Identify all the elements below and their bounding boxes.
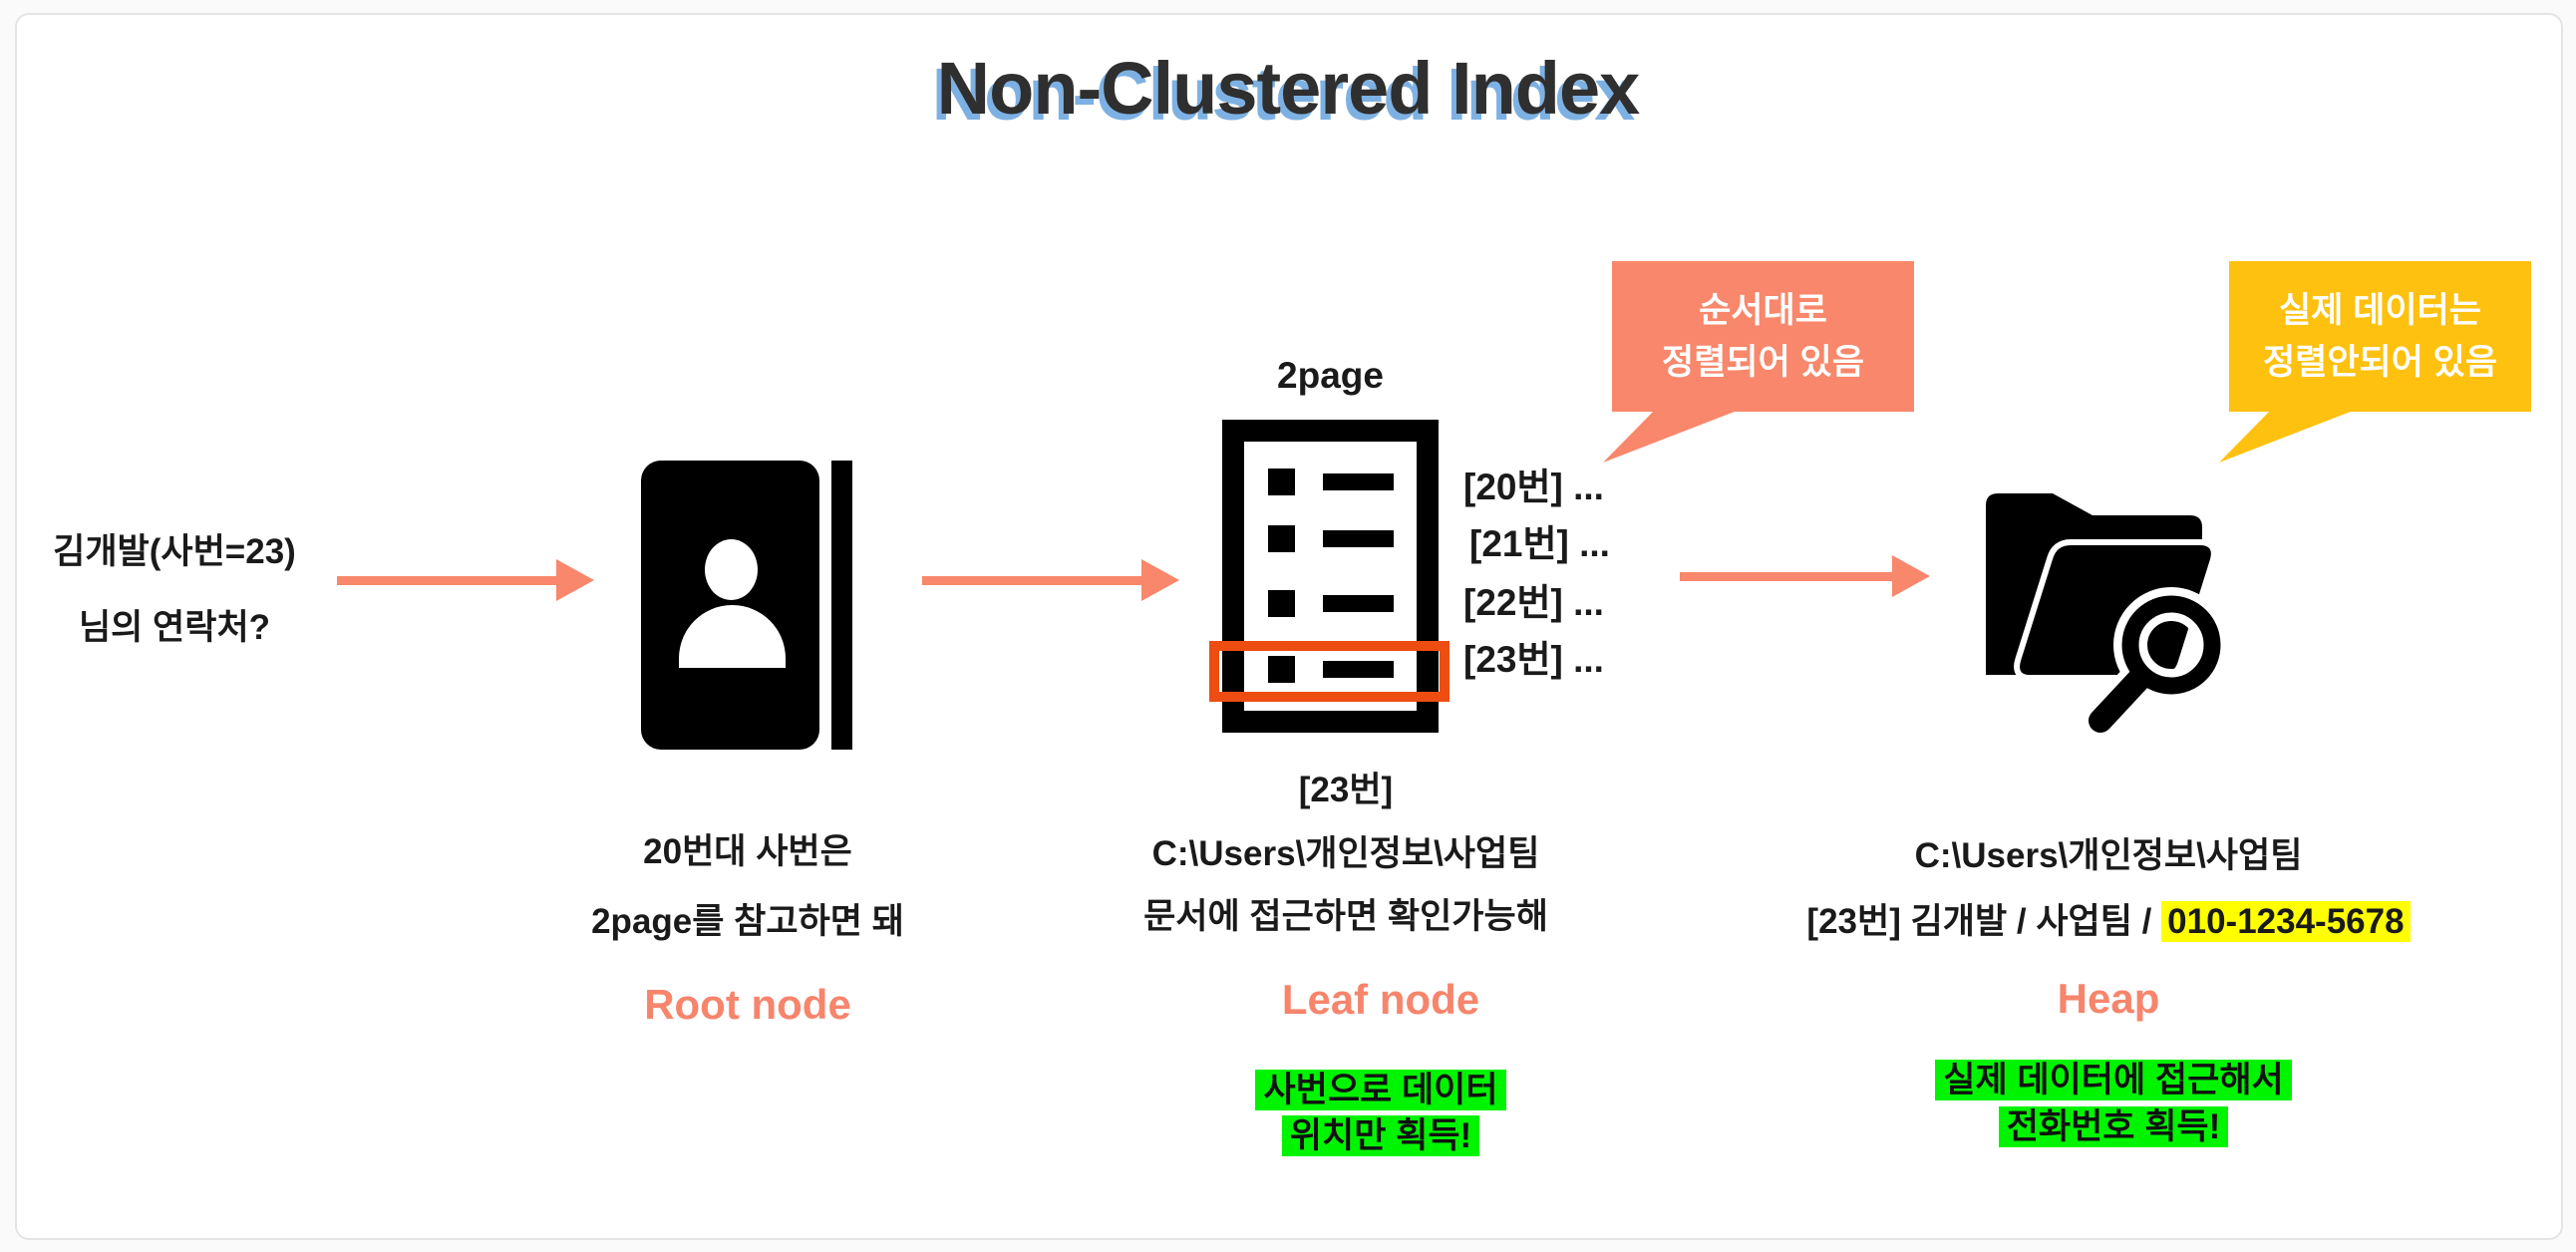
- leaf-note-line1: 사번으로 데이터: [1181, 1069, 1580, 1112]
- list-line: [1323, 473, 1394, 490]
- list-line: [1323, 595, 1394, 612]
- flow-arrow-1-head: [556, 559, 594, 601]
- leaf-desc-line3: 문서에 접근하면 확인가능해: [1143, 897, 1548, 936]
- leaf-note-line1-text: 사번으로 데이터: [1255, 1070, 1506, 1110]
- leaf-node-label: Leaf node: [1281, 976, 1480, 1023]
- list-bullet: [1268, 469, 1295, 495]
- list-line: [1323, 661, 1394, 678]
- unsorted-callout-line2: 정렬안되어 있음: [2262, 342, 2498, 382]
- leaf-note-line2: 위치만 획득!: [1181, 1114, 1580, 1158]
- root-node-label: Root node: [644, 981, 851, 1028]
- root-desc-line1: 20번대 사번은: [643, 832, 852, 871]
- index-entry-21: [21번] ...: [1469, 523, 1610, 564]
- unsorted-callout-line1: 실제 데이터는: [2279, 290, 2481, 330]
- query-text-line1: 김개발(사번=23): [53, 532, 296, 571]
- unsorted-callout-bubble: 실제 데이터는 정렬안되어 있음: [2229, 261, 2531, 412]
- flow-arrow-1-line: [337, 576, 558, 585]
- flow-arrow-2-head: [1141, 559, 1179, 601]
- list-bullet: [1268, 656, 1295, 683]
- sorted-callout-line1: 순서대로: [1699, 290, 1827, 330]
- contact-book-spine: [831, 461, 852, 750]
- leaf-note-line2-text: 위치만 획득!: [1281, 1115, 1480, 1156]
- heap-node-label: Heap: [2057, 975, 2160, 1022]
- heap-note-line2-text: 전화번호 획득!: [1998, 1106, 2229, 1147]
- heap-note-line2: 전화번호 획득!: [1914, 1105, 2313, 1149]
- magnifier-glass: [2082, 587, 2229, 737]
- index-entry-20: [20번] ...: [1463, 467, 1604, 507]
- sorted-callout-bubble: 순서대로 정렬되어 있음: [1612, 261, 1914, 412]
- flow-arrow-3-line: [1680, 572, 1894, 581]
- index-entry-23: [23번] ...: [1463, 639, 1604, 680]
- list-bullet: [1268, 525, 1295, 552]
- document-list-icon: [1222, 420, 1439, 733]
- phone-number-highlight: 010-1234-5678: [2161, 901, 2411, 942]
- leaf-desc-line2: C:\Users\개인정보\사업팀: [1151, 834, 1540, 873]
- page-title: Non-Clustered Index: [936, 47, 1641, 130]
- heap-note-line1-text: 실제 데이터에 접근해서: [1935, 1060, 2292, 1100]
- heap-desc-line1: C:\Users\개인정보\사업팀: [1914, 836, 2303, 875]
- index-entry-22: [22번] ...: [1463, 582, 1604, 623]
- row-highlight-rect: [1209, 641, 1449, 702]
- flow-arrow-3-head: [1892, 555, 1930, 597]
- root-desc-line2: 2page를 참고하면 돼: [591, 902, 904, 941]
- heap-desc-line2-prefix: [23번] 김개발 / 사업팀 /: [1806, 902, 2162, 941]
- list-bullet: [1268, 590, 1295, 617]
- heap-desc-line2: [23번] 김개발 / 사업팀 / 010-1234-5678: [1784, 900, 2432, 944]
- flow-arrow-2-line: [922, 576, 1143, 585]
- sorted-callout-line2: 정렬되어 있음: [1662, 342, 1864, 382]
- query-text-line2: 님의 연락처?: [78, 608, 271, 647]
- folder-search-icon: [1986, 493, 2229, 737]
- leaf-desc-line1: [23번]: [1298, 771, 1394, 809]
- heap-note-line1: 실제 데이터에 접근해서: [1914, 1059, 2313, 1102]
- person-head-shape: [705, 539, 758, 600]
- list-line: [1323, 530, 1394, 547]
- page-number-label: 2page: [1277, 355, 1384, 396]
